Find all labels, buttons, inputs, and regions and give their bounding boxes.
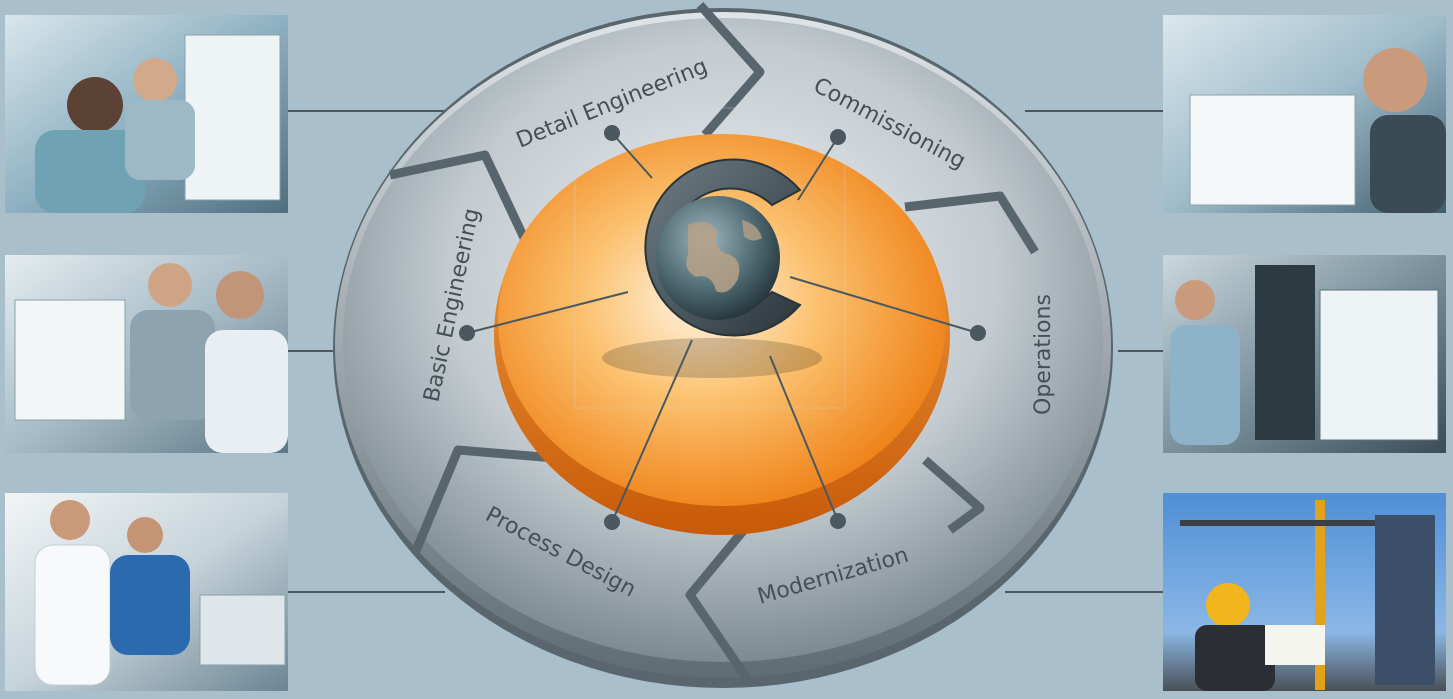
spoke-dot-detail-engineering — [604, 125, 620, 141]
phase-label-operations: Operations — [1031, 294, 1056, 415]
photo-left-1 — [5, 15, 288, 213]
spoke-process-design — [611, 339, 693, 523]
photo-connectors — [288, 110, 1163, 593]
spoke-dot-commissioning — [830, 129, 846, 145]
spoke-dot-process-design — [604, 514, 620, 530]
photo-right-1 — [1163, 15, 1446, 213]
spoke-dot-operations — [970, 325, 986, 341]
spoke-detail-engineering — [611, 132, 653, 179]
spoke-basic-engineering — [466, 291, 629, 334]
photo-left-3 — [5, 493, 288, 691]
spoke-commissioning — [797, 136, 839, 201]
spoke-dot-modernization — [830, 513, 846, 529]
spoke-dot-basic-engineering — [459, 325, 475, 341]
spoke-operations — [789, 276, 979, 334]
spoke-modernization — [769, 355, 839, 522]
phase-spokes — [459, 125, 986, 530]
segment-dividers — [389, 1, 1039, 683]
photo-left-2 — [5, 255, 288, 453]
photo-right-3 — [1163, 493, 1446, 691]
photo-right-2 — [1163, 255, 1446, 453]
globe-c-logo-icon — [602, 158, 822, 378]
